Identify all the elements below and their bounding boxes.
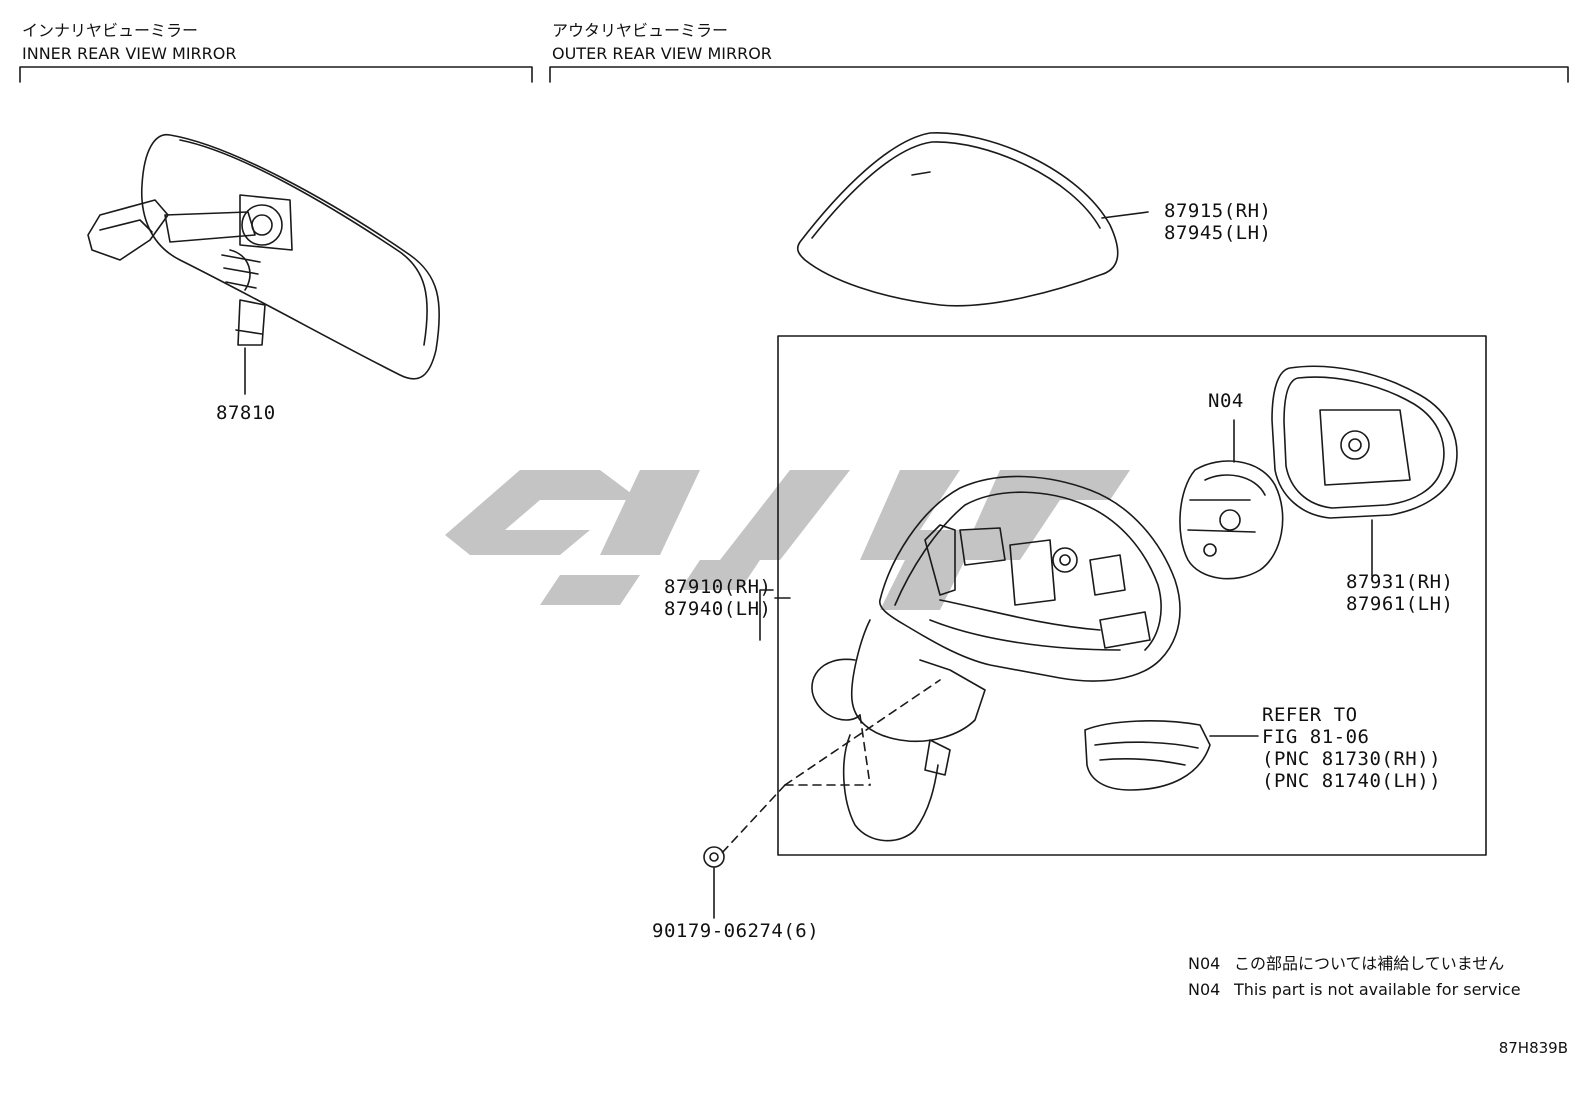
watermark-logo [445,470,1130,610]
callout-motor[interactable]: N04 [1208,390,1244,412]
inner-section-title-jp: インナリヤビューミラー [22,21,199,40]
callout-cover-rh[interactable]: 87915(RH) [1164,200,1272,222]
callout-refer-line-3[interactable]: (PNC 81730(RH)) [1262,748,1442,770]
callout-mirror-glass-lh[interactable]: 87961(LH) [1346,593,1454,615]
outer-assembly-frame [777,335,1487,856]
callout-refer-line-2[interactable]: FIG 81-06 [1262,726,1370,748]
callout-screw[interactable]: 90179-06274(6) [652,920,820,942]
mirror-glass [1271,365,1458,577]
outer-mirror-housing [719,475,1181,856]
section-bracket-inner [19,66,533,83]
note-jp: N04 この部品については補給していません [1188,954,1504,974]
note-code: N04 [1188,980,1221,999]
inner-rear-view-mirror [87,133,441,395]
note-en: N04 This part is not available for servic… [1188,980,1521,1000]
mirror-actuator-motor [1179,419,1284,580]
outer-section-title-jp: アウタリヤビューミラー [552,21,729,40]
screw [703,846,725,919]
note-code: N04 [1188,954,1221,973]
callout-refer-line-1: REFER TO [1262,704,1358,726]
callout-inner-mirror[interactable]: 87810 [216,402,276,424]
inner-section-title-en: INNER REAR VIEW MIRROR [22,44,237,63]
callout-outer-mirror-lh[interactable]: 87940(LH) [664,598,772,620]
note-text: This part is not available for service [1234,980,1521,999]
outer-mirror-cover [796,132,1149,307]
note-text: この部品については補給していません [1234,954,1505,973]
drawing-id: 87H839B [1498,1039,1568,1057]
callout-refer-line-4[interactable]: (PNC 81740(LH)) [1262,770,1442,792]
callout-cover-lh[interactable]: 87945(LH) [1164,222,1272,244]
callout-mirror-glass-rh[interactable]: 87931(RH) [1346,571,1454,593]
outer-section-title-en: OUTER REAR VIEW MIRROR [552,44,772,63]
turn-signal-lamp [1084,720,1259,791]
section-bracket-outer [549,66,1569,83]
callout-outer-mirror-rh[interactable]: 87910(RH) [664,576,772,598]
